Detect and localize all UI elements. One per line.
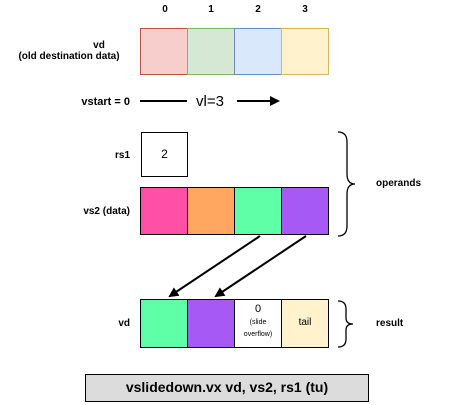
instruction-text: vslidedown.vx vd, vs2, rs1 (tu)	[125, 379, 329, 395]
result-cell-2-value: 0	[254, 303, 262, 315]
old-vd-label-line2: (old destination data)	[18, 51, 120, 62]
vl-label: vl=3	[196, 93, 224, 110]
vs2-cell-3	[281, 187, 329, 235]
rs1-value-box: 2	[141, 132, 188, 177]
old-vd-label: vd (old destination data)	[0, 40, 128, 62]
operands-brace	[337, 131, 356, 237]
instruction-title: vslidedown.vx vd, vs2, rs1 (tu)	[85, 374, 369, 402]
result-cell-3-label: tail	[298, 317, 312, 328]
slide-arrow-0	[168, 235, 261, 298]
vs2-cell-1	[187, 187, 235, 235]
index-0: 0	[162, 4, 168, 15]
result-cell-2-note-line2: overflow)	[243, 331, 273, 338]
operands-label: operands	[376, 178, 422, 189]
index-3: 3	[302, 4, 308, 15]
vs2-cell-2	[234, 187, 282, 235]
vstart-label: vstart = 0	[81, 96, 130, 108]
result-cell-2-note-line1: (slide	[249, 319, 267, 326]
result-cell-3: tail	[281, 299, 329, 348]
slide-arrow-1	[214, 235, 307, 298]
result-brace	[337, 300, 354, 348]
rs1-label: rs1	[114, 150, 130, 161]
result-cell-1	[187, 299, 235, 348]
vs2-cell-0	[140, 187, 188, 235]
result-label: result	[376, 318, 404, 329]
index-2: 2	[255, 4, 261, 15]
old-vd-cell-3	[281, 28, 329, 75]
result-cell-2: 0 (slide overflow)	[234, 299, 282, 348]
result-vd-label: vd	[118, 318, 130, 329]
old-vd-cell-2	[234, 28, 282, 75]
rs1-value: 2	[161, 147, 168, 161]
old-vd-label-line1: vd	[93, 40, 105, 51]
index-1: 1	[208, 4, 214, 15]
vs2-label: vs2 (data)	[83, 206, 130, 217]
